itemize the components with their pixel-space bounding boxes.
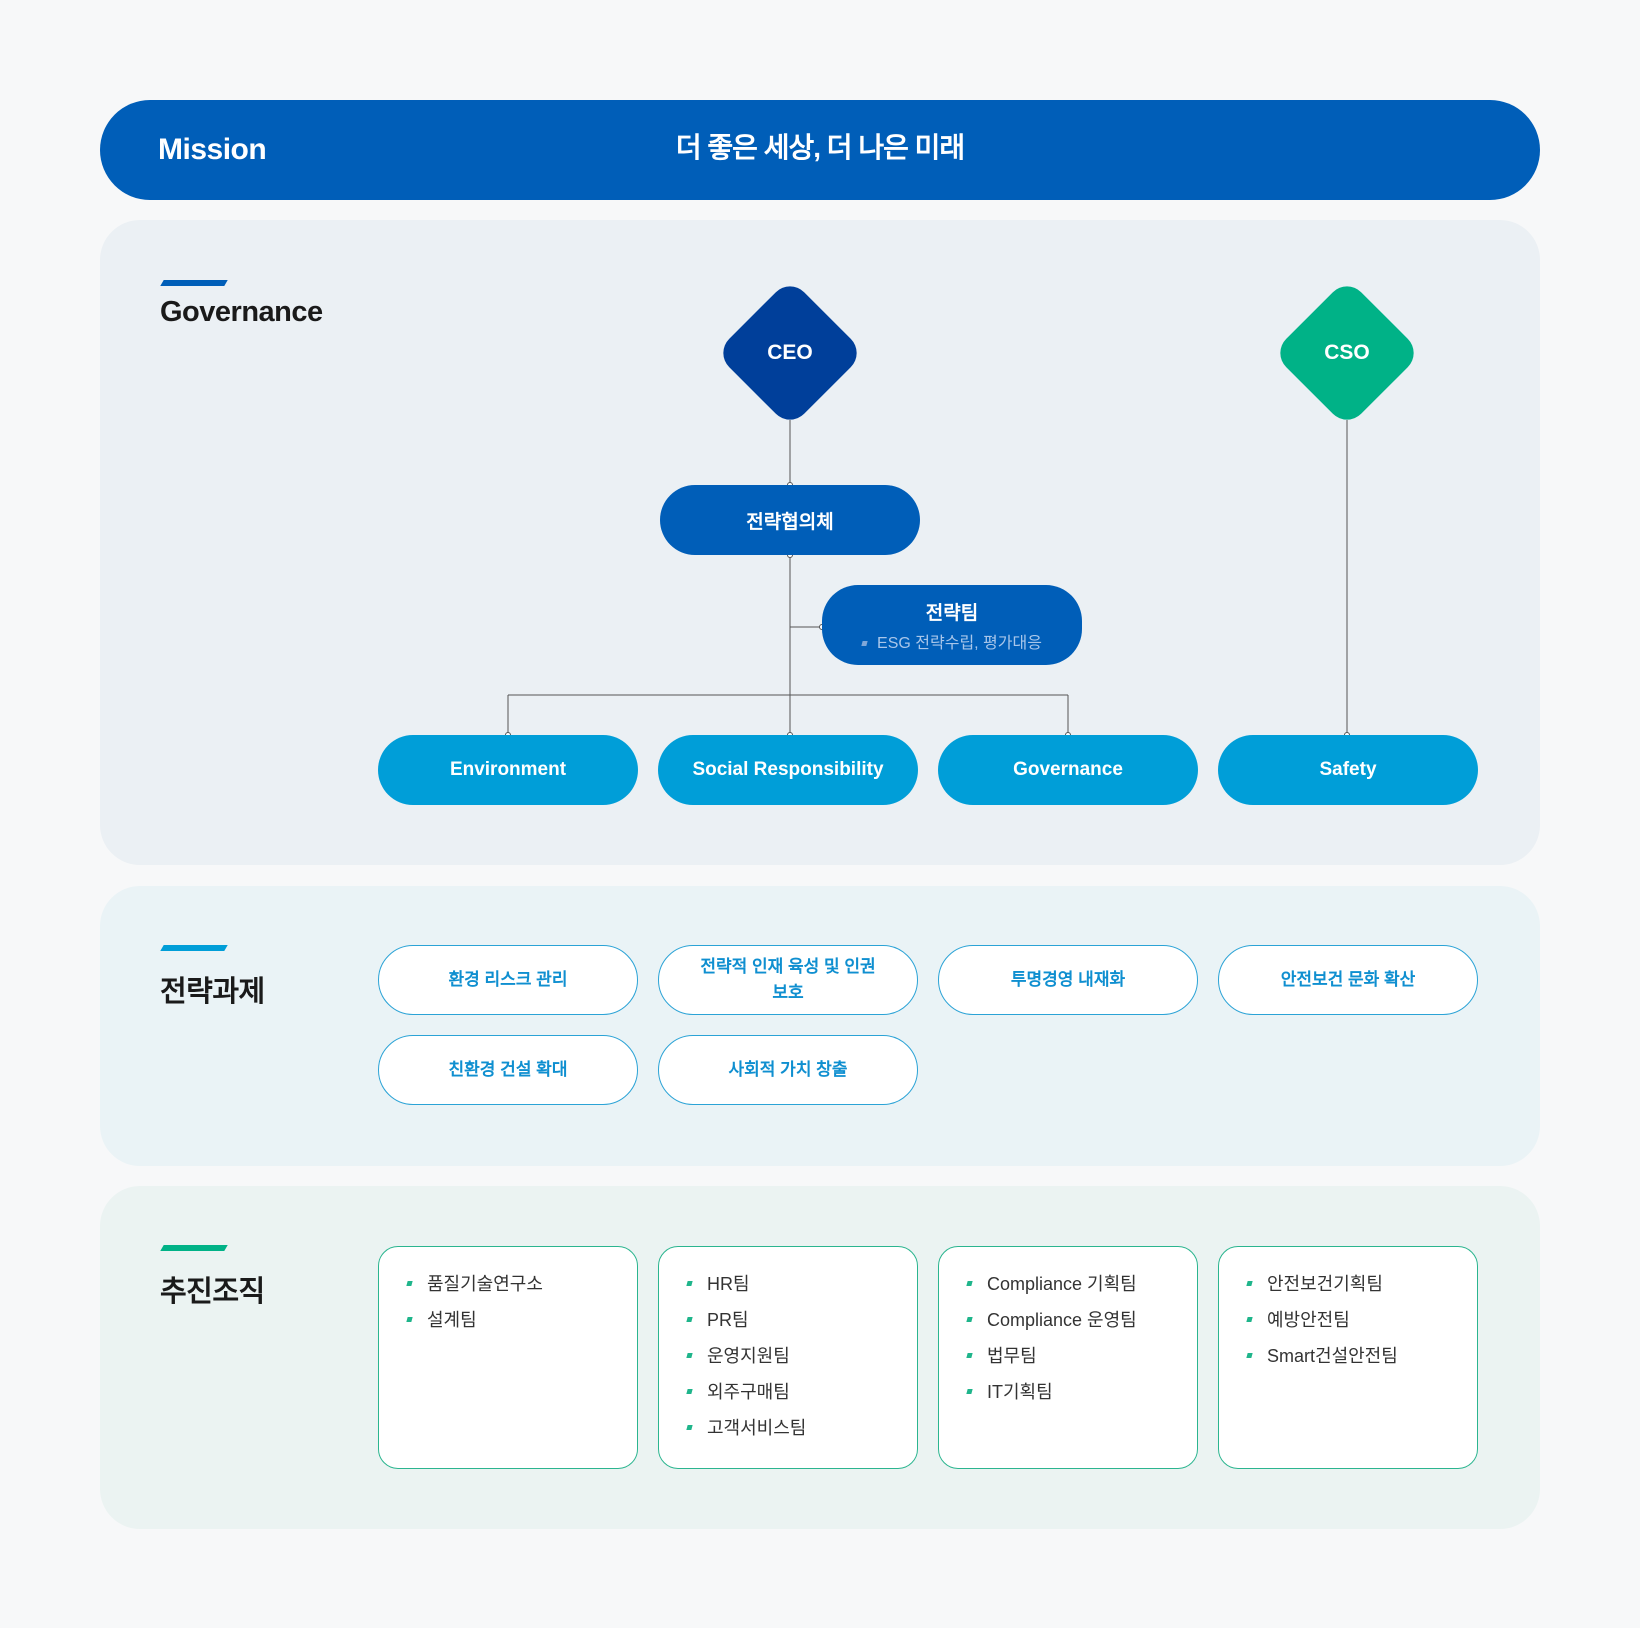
area-social-responsibility: Social Responsibility (658, 735, 918, 805)
task-item: 친환경 건설 확대 (378, 1035, 638, 1105)
mission-statement: 더 좋은 세상, 더 나은 미래 (675, 132, 965, 163)
org-team-item: 예방안전팀 (1247, 1307, 1449, 1343)
org-title: 추진조직 (160, 1276, 265, 1308)
org-team-item: 설계팀 (407, 1307, 609, 1343)
task-item: 안전보건 문화 확산 (1218, 945, 1478, 1015)
area-safety-label: Safety (1319, 759, 1377, 780)
org-column-social: HR팀 PR팀 운영지원팀 외주구매팀 고객서비스팀 (658, 1246, 918, 1469)
area-environment-label: Environment (449, 759, 567, 780)
tasks-title: 전략과제 (160, 976, 265, 1008)
strategy-team-node: 전략팀 ESG 전략수립, 평가대응 (822, 585, 1082, 665)
task-item: 전략적 인재 육성 및 인권 보호 (658, 945, 918, 1015)
org-column-environment: 품질기술연구소 설계팀 (378, 1246, 638, 1469)
area-social-label: Social Responsibility (692, 759, 884, 780)
org-team-item: 안전보건기획팀 (1247, 1271, 1449, 1307)
org-team-item: HR팀 (687, 1271, 889, 1307)
org-accent-bar (160, 1245, 228, 1251)
tasks-accent-bar (160, 945, 228, 951)
strategy-team-subtitle: ESG 전략수립, 평가대응 (862, 629, 1042, 653)
org-team-item: 운영지원팀 (687, 1343, 889, 1379)
strategy-team-title: 전략팀 (925, 602, 979, 624)
mission-label: Mission (158, 133, 267, 166)
task-item: 투명경영 내재화 (938, 945, 1198, 1015)
org-team-item: Compliance 기획팀 (967, 1271, 1169, 1307)
tasks-panel (100, 886, 1540, 1166)
area-governance: Governance (938, 735, 1198, 805)
area-governance-label: Governance (1013, 759, 1123, 780)
strategy-council-label: 전략협의체 (746, 511, 834, 533)
org-column-safety: 안전보건기획팀 예방안전팀 Smart건설안전팀 (1218, 1246, 1478, 1469)
task-item: 사회적 가치 창출 (658, 1035, 918, 1105)
mission-banner: Mission 더 좋은 세상, 더 나은 미래 (100, 100, 1540, 200)
org-team-item: 품질기술연구소 (407, 1271, 609, 1307)
area-environment: Environment (378, 735, 638, 805)
org-team-item: Smart건설안전팀 (1247, 1343, 1449, 1379)
cso-label: CSO (1324, 341, 1370, 364)
org-team-item: 법무팀 (967, 1343, 1169, 1379)
org-team-item: Compliance 운영팀 (967, 1307, 1169, 1343)
governance-title: Governance (160, 296, 323, 328)
org-team-item: 고객서비스팀 (687, 1415, 889, 1451)
area-safety: Safety (1218, 735, 1478, 805)
strategy-council-node: 전략협의체 (660, 485, 920, 555)
org-column-governance: Compliance 기획팀 Compliance 운영팀 법무팀 IT기획팀 (938, 1246, 1198, 1469)
org-team-item: PR팀 (687, 1307, 889, 1343)
task-item: 환경 리스크 관리 (378, 945, 638, 1015)
org-team-item: 외주구매팀 (687, 1379, 889, 1415)
org-team-item: IT기획팀 (967, 1379, 1169, 1415)
ceo-label: CEO (767, 341, 813, 364)
